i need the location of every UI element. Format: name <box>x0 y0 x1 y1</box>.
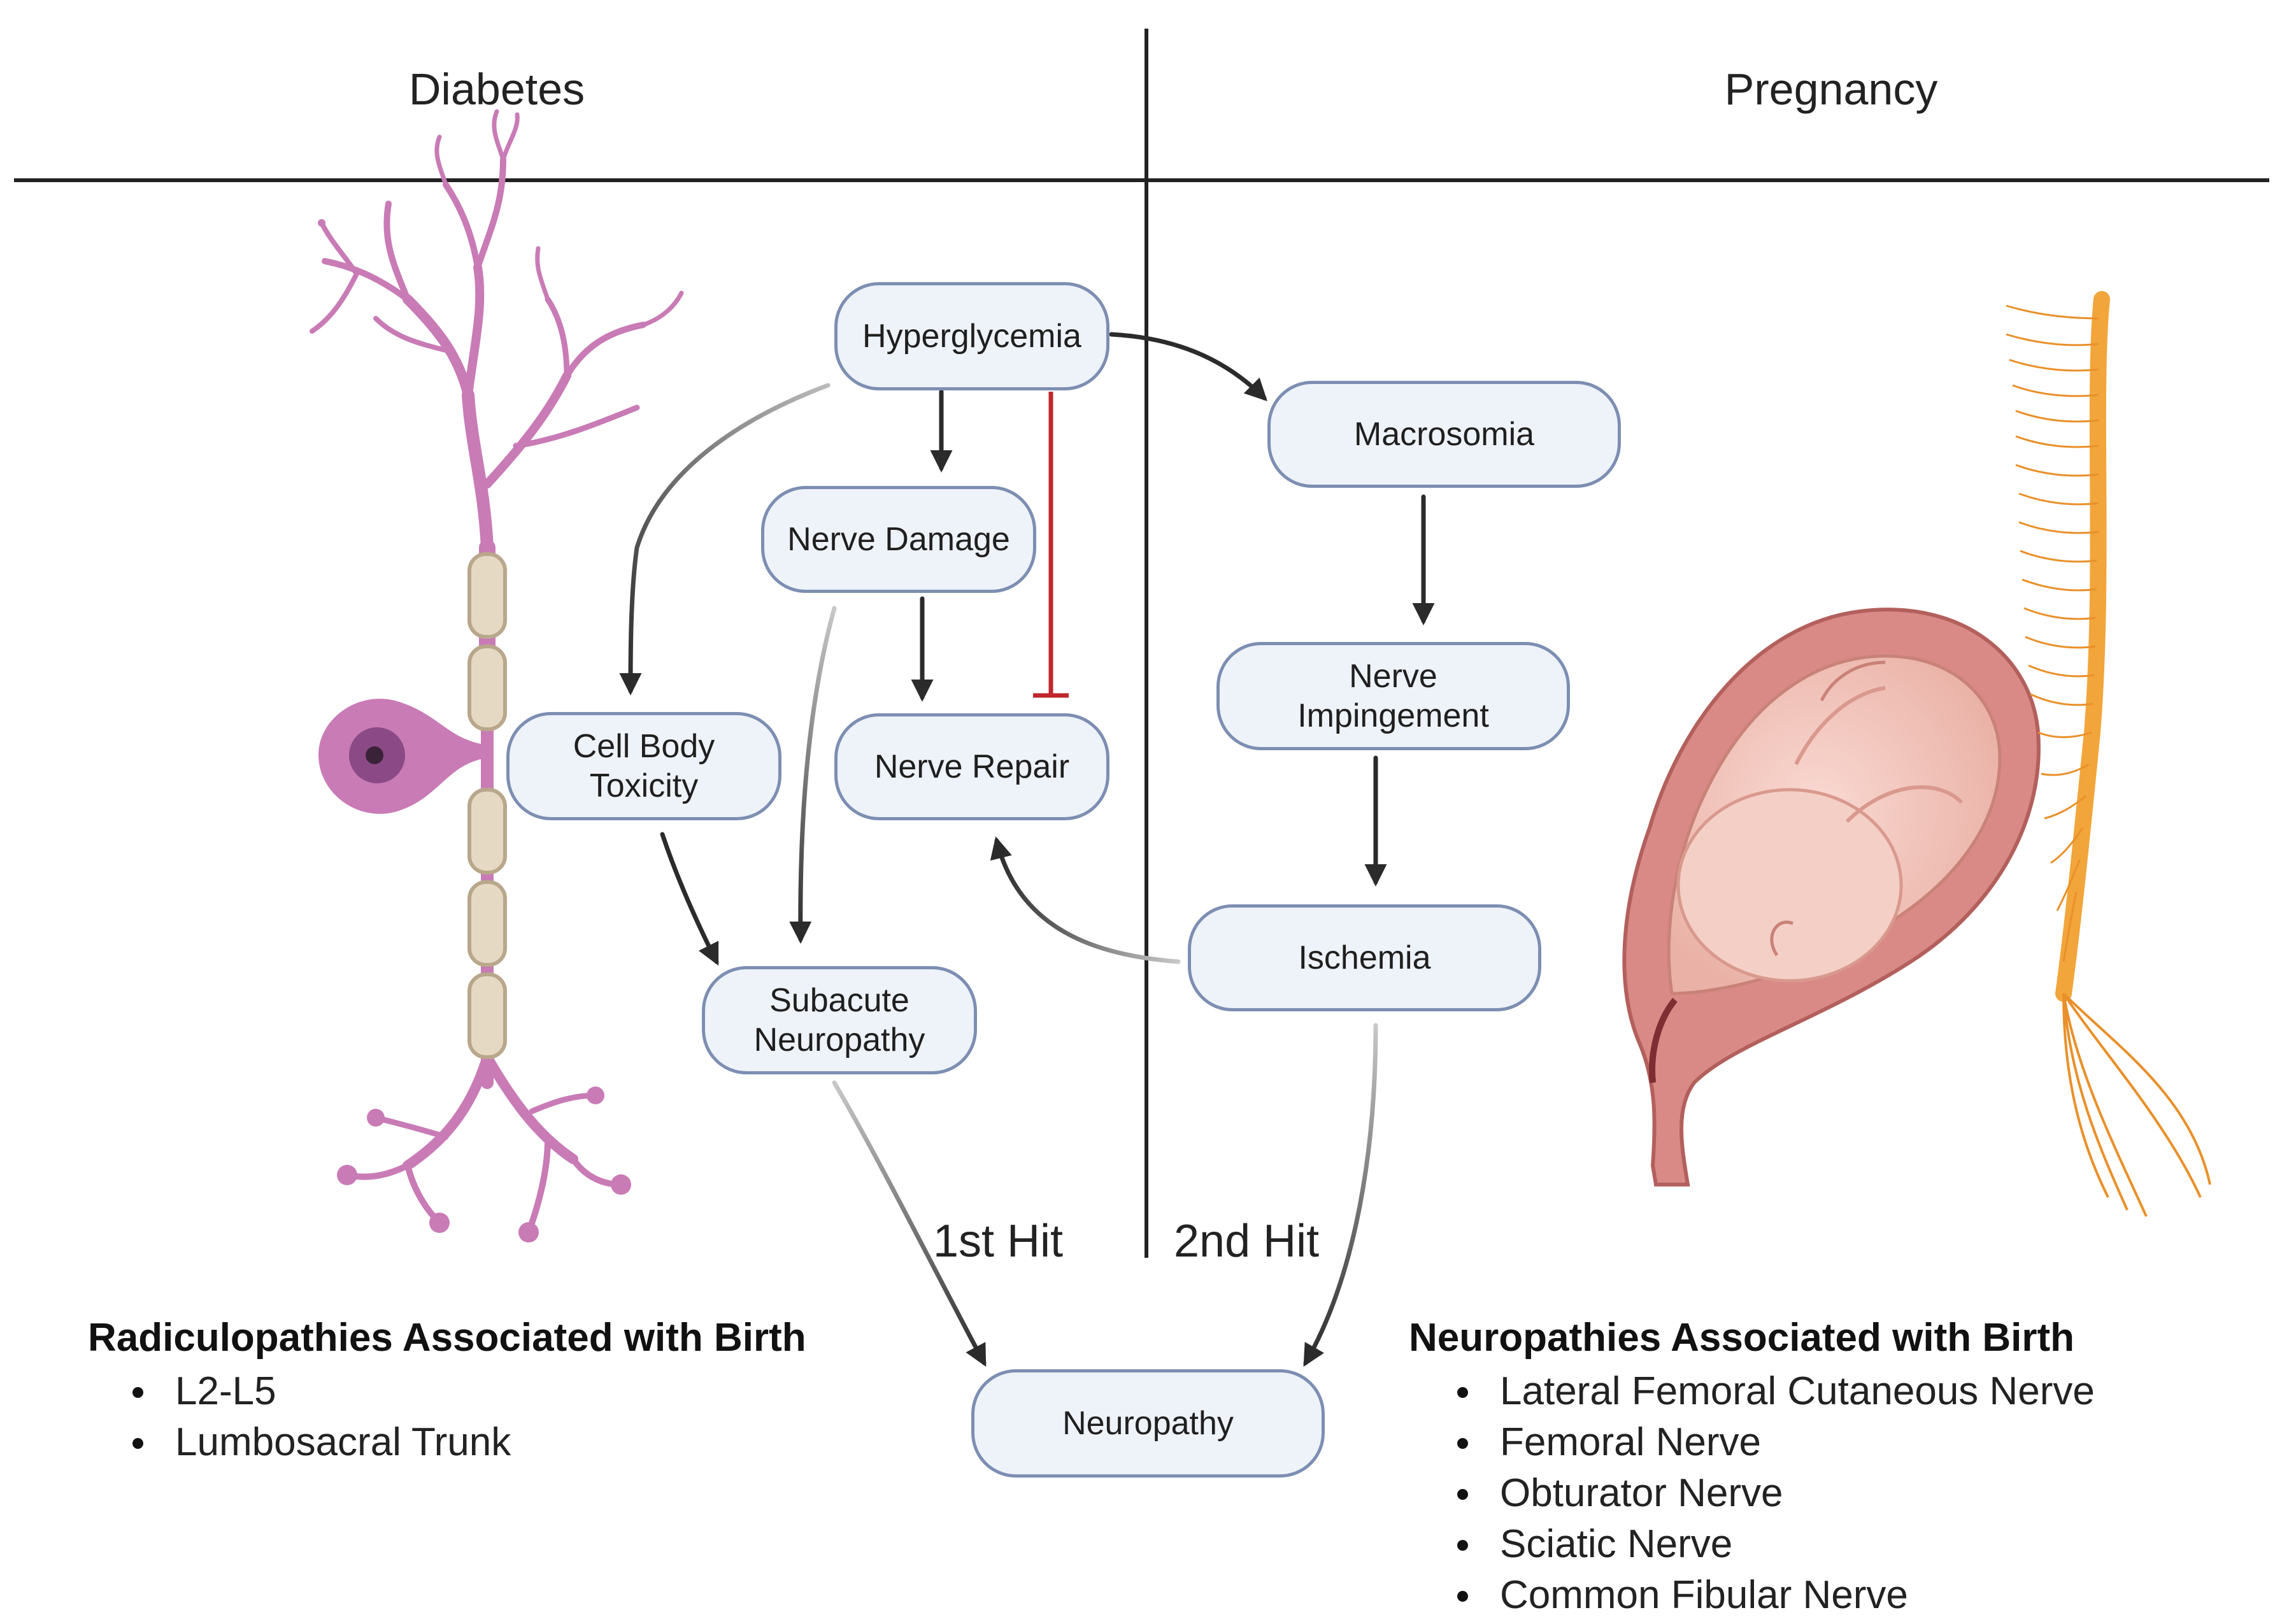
arrow-nerve-damage-to-subacute-neuropathy <box>789 606 837 944</box>
arrow-hyperglycemia-to-cell-body-toxicity <box>619 383 831 695</box>
node-ischemia: Ischemia <box>1188 904 1541 1011</box>
list-item: Lumbosacral Trunk <box>127 1417 511 1468</box>
neuropathies-title: Neuropathies Associated with Birth <box>1409 1316 2074 1360</box>
arrow-ischemia-to-nerve-repair <box>990 836 1181 964</box>
spinal-cord-illustration <box>2006 291 2211 1217</box>
node-macrosomia: Macrosomia <box>1267 381 1621 488</box>
label-first-hit: 1st Hit <box>933 1216 1064 1267</box>
node-nerve-impingement: Nerve Impingement <box>1216 642 1570 750</box>
arrow-cell-body-toxicity-to-subacute-neuropathy <box>660 832 719 966</box>
node-hyperglycemia: Hyperglycemia <box>834 282 1109 390</box>
uterus-illustration <box>1622 608 2041 1186</box>
label-second-hit: 2nd Hit <box>1174 1216 1320 1267</box>
node-cell-body-toxicity: Cell Body Toxicity <box>506 712 781 820</box>
radiculopathies-list: L2-L5 Lumbosacral Trunk <box>127 1366 511 1468</box>
node-nerve-repair: Nerve Repair <box>834 713 1109 820</box>
list-item: Common Fibular Nerve <box>1452 1570 2095 1621</box>
list-item: Femoral Nerve <box>1452 1417 2095 1468</box>
arrow-ischemia-to-neuropathy <box>1303 1023 1378 1367</box>
neuron-cell-body <box>318 699 487 814</box>
node-nerve-damage: Nerve Damage <box>761 486 1036 593</box>
neuropathies-list: Lateral Femoral Cutaneous Nerve Femoral … <box>1452 1366 2095 1621</box>
axon-terminal-buttons <box>318 219 631 1243</box>
list-item: L2-L5 <box>127 1366 511 1417</box>
arrow-hyperglycemia-to-macrosomia <box>1109 332 1267 401</box>
node-subacute-neuropathy: Subacute Neuropathy <box>702 966 977 1074</box>
flow-arrows <box>619 332 1435 1367</box>
inhibition-line-hyperglycemia-nerve-repair <box>1033 392 1069 698</box>
list-item: Obturator Nerve <box>1452 1468 2095 1519</box>
header-pregnancy: Pregnancy <box>1724 64 1938 114</box>
node-neuropathy: Neuropathy <box>971 1369 1325 1478</box>
myelin-sheaths <box>467 552 507 1059</box>
list-item: Sciatic Nerve <box>1452 1519 2095 1570</box>
list-item: Lateral Femoral Cutaneous Nerve <box>1452 1366 2095 1417</box>
header-diabetes: Diabetes <box>408 64 585 114</box>
radiculopathies-title: Radiculopathies Associated with Birth <box>88 1316 806 1360</box>
arrow-subacute-neuropathy-to-neuropathy <box>832 1080 987 1367</box>
